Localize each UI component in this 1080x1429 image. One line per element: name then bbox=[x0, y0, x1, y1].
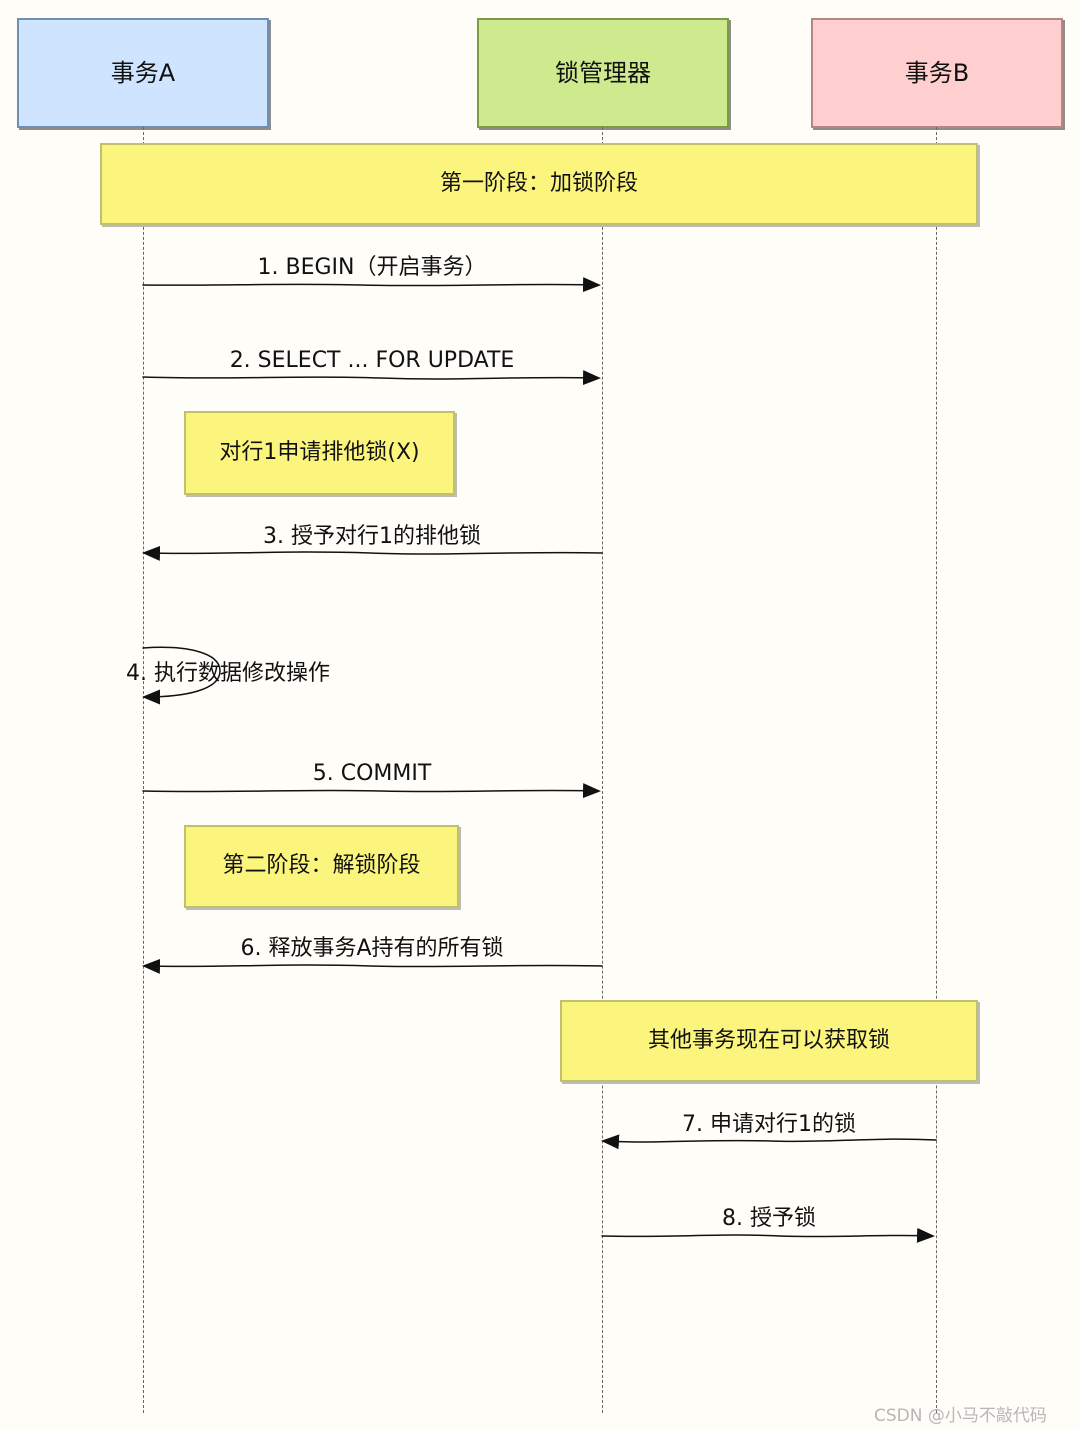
message-label-6: 6. 释放事务A持有的所有锁 bbox=[240, 936, 504, 961]
message-arrow-3 bbox=[142, 545, 603, 561]
message-label-7: 7. 申请对行1的锁 bbox=[682, 1112, 856, 1137]
message-label-2: 2. SELECT ... FOR UPDATE bbox=[229, 348, 515, 373]
message-arrow-2 bbox=[142, 370, 601, 386]
participant-lock-manager: 锁管理器 bbox=[477, 18, 729, 128]
apply-lock-note: 对行1申请排他锁(X) bbox=[184, 411, 455, 495]
lifeline-lock-manager bbox=[602, 127, 603, 1413]
watermark: CSDN @小马不敲代码 bbox=[874, 1406, 1047, 1426]
message-arrow-4-self bbox=[142, 646, 221, 705]
message-label-5: 5. COMMIT bbox=[312, 761, 432, 786]
phase-two-note: 第二阶段：解锁阶段 bbox=[184, 825, 459, 908]
phase-one-note: 第一阶段：加锁阶段 bbox=[100, 143, 978, 225]
participant-transaction-a: 事务A bbox=[17, 18, 269, 128]
message-arrow-5 bbox=[142, 783, 601, 799]
message-arrow-8 bbox=[601, 1227, 935, 1243]
message-label-8: 8. 授予锁 bbox=[722, 1206, 816, 1231]
message-label-1: 1. BEGIN（开启事务） bbox=[257, 255, 487, 280]
message-label-4: 4. 执行数据修改操作 bbox=[126, 661, 330, 686]
message-arrow-6 bbox=[142, 958, 603, 974]
lifeline-transaction-b bbox=[936, 127, 937, 1413]
lifeline-transaction-a bbox=[143, 127, 144, 1413]
message-label-3: 3. 授予对行1的排他锁 bbox=[263, 524, 481, 549]
message-arrow-7 bbox=[601, 1134, 937, 1150]
message-arrow-1 bbox=[142, 277, 601, 293]
other-transactions-note: 其他事务现在可以获取锁 bbox=[560, 1000, 978, 1082]
participant-transaction-b: 事务B bbox=[811, 18, 1063, 128]
